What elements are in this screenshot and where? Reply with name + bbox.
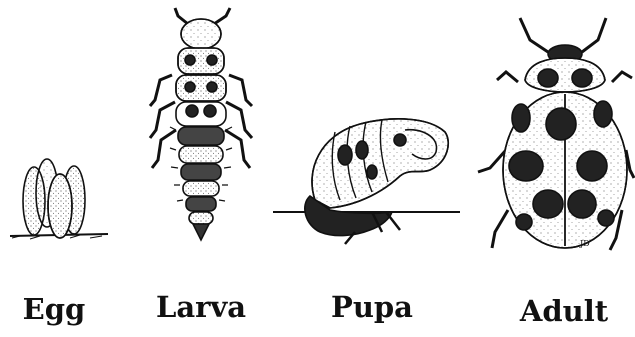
stage-label-adult: Adult [520, 294, 608, 328]
stage-label-egg: Egg [23, 292, 86, 326]
stage-label-larva: Larva [156, 290, 246, 324]
stage-label-pupa: Pupa [331, 290, 413, 324]
adult-ladybug-drawing [478, 18, 634, 250]
artist-signature: JD [579, 239, 590, 248]
larva-drawing [150, 8, 252, 240]
egg-cluster-drawing [10, 159, 108, 239]
pupa-drawing [273, 119, 460, 244]
